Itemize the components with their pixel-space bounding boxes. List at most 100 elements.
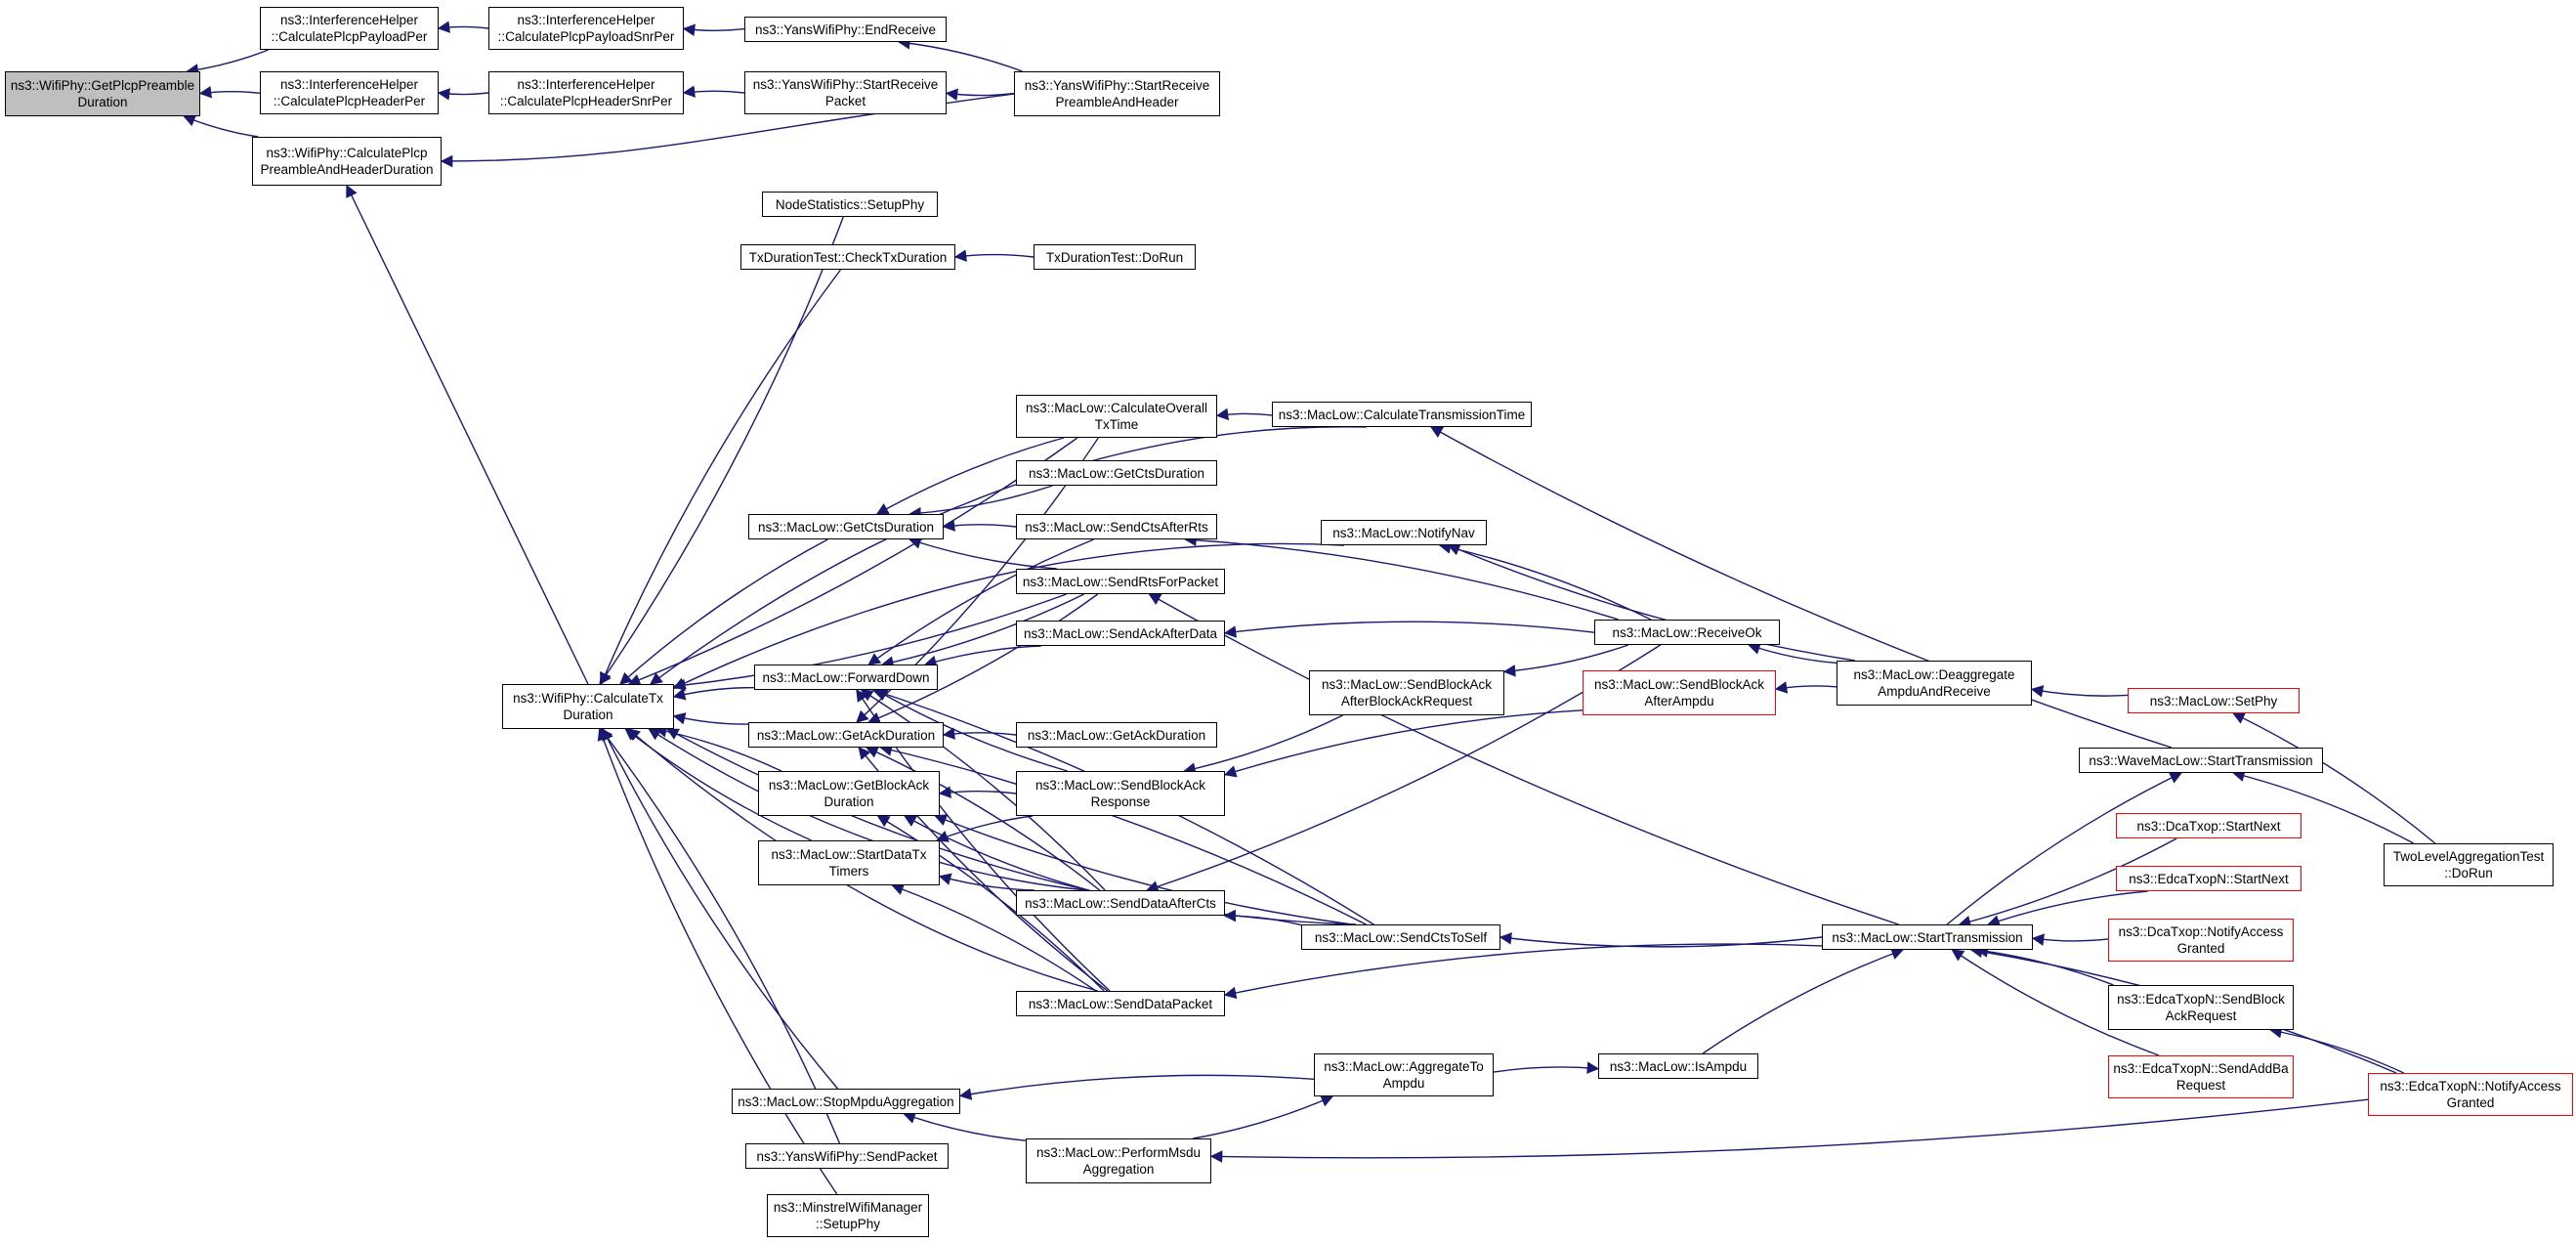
node-yans-end-receive[interactable]: ns3::YansWifiPhy::EndReceive bbox=[744, 17, 947, 42]
node-calc-overall[interactable]: ns3::MacLow::CalculateOverall TxTime bbox=[1016, 395, 1217, 438]
edge-calcTxDuration-to-calcPreambleHeader bbox=[346, 184, 589, 685]
edge-sendBlockAckAfterAmpdu-to-sendBlockAckResp bbox=[1223, 709, 1584, 778]
edge-getCtsDur2-to-getCtsDur bbox=[908, 485, 1053, 520]
edge-sendBlockAckAfterBAR-to-sendBlockAckResp bbox=[1183, 714, 1343, 775]
edge-stopMpduAgg-to-calcTxDuration bbox=[602, 727, 839, 1090]
edge-twoLevelDoRun-to-setPhy bbox=[2232, 712, 2436, 844]
node-dca-start-next[interactable]: ns3::DcaTxop::StartNext bbox=[2116, 813, 2302, 838]
node-get-ack-dur2[interactable]: ns3::MacLow::GetAckDuration bbox=[1016, 722, 1217, 748]
node-calc-preamble-header[interactable]: ns3::WifiPhy::CalculatePlcp PreambleAndH… bbox=[252, 137, 442, 186]
edge-startTransmission-to-sendRtsForPacket bbox=[1148, 593, 1899, 925]
node-send-block-ack-resp[interactable]: ns3::MacLow::SendBlockAck Response bbox=[1016, 771, 1225, 816]
node-wave-start-tx[interactable]: ns3::WaveMacLow::StartTransmission bbox=[2079, 748, 2323, 773]
node-send-block-ack-after-ampdu[interactable]: ns3::MacLow::SendBlockAck AfterAmpdu bbox=[1583, 670, 1776, 715]
edge-sendRtsForPacket-to-getAckDur bbox=[867, 593, 1099, 724]
node-is-ampdu[interactable]: ns3::MacLow::IsAmpdu bbox=[1598, 1053, 1758, 1079]
edge-txDurDoRun-to-txDurCheck bbox=[953, 249, 1035, 262]
node-get-cts-dur2[interactable]: ns3::MacLow::GetCtsDuration bbox=[1016, 460, 1217, 486]
edge-getCtsDur-to-calcTxDuration bbox=[619, 538, 828, 685]
edge-startTransmission-to-sendCtsToSelf bbox=[1499, 932, 1823, 948]
edge-startTransmission-to-waveStartTx bbox=[1946, 772, 2183, 925]
node-send-ack-after-data[interactable]: ns3::MacLow::SendAckAfterData bbox=[1016, 621, 1225, 646]
node-get-cts-dur[interactable]: ns3::MacLow::GetCtsDuration bbox=[748, 514, 944, 539]
node-minstrel-setup-phy[interactable]: ns3::MinstrelWifiManager ::SetupPhy bbox=[767, 1194, 929, 1237]
edge-calcPreambleHeader-to-root bbox=[183, 114, 259, 138]
edge-dcaNotifyAccess-to-startTransmission bbox=[2031, 933, 2109, 946]
node-send-data-after-cts[interactable]: ns3::MacLow::SendDataAfterCts bbox=[1016, 890, 1225, 916]
edge-calcTransTime-to-calcTxDuration bbox=[650, 426, 1367, 685]
edge-sendAckAfterData-to-forwardDown bbox=[923, 645, 1041, 667]
node-two-level-do-run[interactable]: TwoLevelAggregationTest ::DoRun bbox=[2384, 843, 2554, 886]
node-yans-start-recv-packet[interactable]: ns3::YansWifiPhy::StartReceive Packet bbox=[744, 71, 947, 114]
edge-performMsdu-to-stopMpduAgg bbox=[903, 1111, 1027, 1141]
node-ih-payload-snr-per[interactable]: ns3::InterferenceHelper ::CalculatePlcpP… bbox=[488, 7, 684, 50]
edge-sendCtsToSelf-to-getAckDur bbox=[879, 744, 1367, 925]
node-calc-tx-duration[interactable]: ns3::WifiPhy::CalculateTx Duration bbox=[502, 684, 674, 729]
node-edca-notify-access[interactable]: ns3::EdcaTxopN::NotifyAccess Granted bbox=[2368, 1073, 2573, 1116]
node-edca-send-add-ba[interactable]: ns3::EdcaTxopN::SendAddBa Request bbox=[2108, 1055, 2294, 1098]
edge-ihPayloadSnrPer-to-ihPayloadPer bbox=[437, 21, 489, 33]
edge-receiveOk-to-notifyNav bbox=[1438, 541, 1652, 621]
node-tx-dur-check[interactable]: TxDurationTest::CheckTxDuration bbox=[740, 244, 955, 270]
node-start-data-tx-timers[interactable]: ns3::MacLow::StartDataTx Timers bbox=[758, 840, 940, 885]
node-edca-send-b-a-r[interactable]: ns3::EdcaTxopN::SendBlock AckRequest bbox=[2108, 985, 2294, 1030]
node-ih-header-per[interactable]: ns3::InterferenceHelper ::CalculatePlcpH… bbox=[260, 71, 439, 114]
node-send-cts-after-rts[interactable]: ns3::MacLow::SendCtsAfterRts bbox=[1016, 514, 1217, 539]
edge-calcOverall-to-getCtsDur bbox=[875, 437, 1065, 515]
edge-forwardDown-to-calcTxDuration bbox=[672, 686, 755, 701]
node-edca-start-next[interactable]: ns3::EdcaTxopN::StartNext bbox=[2116, 866, 2302, 891]
node-perform-msdu[interactable]: ns3::MacLow::PerformMsdu Aggregation bbox=[1026, 1138, 1211, 1183]
edge-sendCtsAfterRts-to-getCtsDur bbox=[942, 519, 1017, 532]
node-start-transmission[interactable]: ns3::MacLow::StartTransmission bbox=[1822, 924, 2033, 950]
edge-sendDataAfterCts-to-getAckDur bbox=[866, 747, 1101, 891]
node-get-block-ack-dur[interactable]: ns3::MacLow::GetBlockAck Duration bbox=[758, 771, 940, 816]
edge-sendBlockAckResp-to-forwardDown bbox=[874, 689, 1068, 772]
node-yans-send-packet[interactable]: ns3::YansWifiPhy::SendPacket bbox=[745, 1143, 949, 1169]
edge-sendCtsToSelf-to-getBlockAckDur bbox=[934, 814, 1353, 925]
node-aggregate-to-ampdu[interactable]: ns3::MacLow::AggregateTo Ampdu bbox=[1314, 1053, 1494, 1096]
edge-setPhy-to-deaggregate bbox=[2030, 685, 2129, 698]
edge-isAmpdu-to-startTransmission bbox=[1702, 948, 1905, 1054]
edge-sendCtsAfterRts-to-forwardDown bbox=[867, 538, 1094, 665]
edge-receiveOk-to-sendCtsAfterRts bbox=[1184, 534, 1619, 621]
node-receive-ok[interactable]: ns3::MacLow::ReceiveOk bbox=[1594, 620, 1780, 645]
node-calc-trans-time[interactable]: ns3::MacLow::CalculateTransmissionTime bbox=[1272, 402, 1532, 427]
node-send-cts-to-self[interactable]: ns3::MacLow::SendCtsToSelf bbox=[1301, 924, 1500, 950]
edge-sendCtsToSelf-to-sendDataAfterCts bbox=[1223, 909, 1302, 926]
edge-deaggregate-to-notifyNav bbox=[1447, 543, 1856, 662]
edge-sendDataAfterCts-to-calcTxDuration bbox=[648, 728, 1086, 891]
edge-calcOverall-to-calcTxDuration bbox=[627, 437, 1078, 686]
edge-sendDataPacket-to-getBlockAckDur bbox=[876, 815, 1105, 992]
node-ih-payload-per[interactable]: ns3::InterferenceHelper ::CalculatePlcpP… bbox=[260, 7, 439, 50]
edge-nodeStatsSetupPhy-to-calcTxDuration bbox=[599, 216, 844, 686]
edge-calcTransTime-to-calcOverall bbox=[1215, 408, 1273, 421]
edge-edcaNotifyAccess-to-performMsdu bbox=[1209, 1098, 2369, 1163]
node-root[interactable]: ns3::WifiPhy::GetPlcpPreamble Duration bbox=[5, 71, 200, 116]
node-get-ack-dur[interactable]: ns3::MacLow::GetAckDuration bbox=[748, 722, 944, 748]
edge-ihHeaderPer-to-root bbox=[198, 85, 261, 99]
edge-receiveOk-to-sendAckAfterData bbox=[1223, 621, 1595, 638]
node-node-stats-setup-phy[interactable]: NodeStatistics::SetupPhy bbox=[762, 192, 938, 217]
node-dca-notify-access[interactable]: ns3::DcaTxop::NotifyAccess Granted bbox=[2108, 919, 2294, 962]
edge-getAckDur2-to-getAckDur bbox=[942, 727, 1017, 740]
node-yans-start-recv-preamble[interactable]: ns3::YansWifiPhy::StartReceive PreambleA… bbox=[1014, 71, 1220, 116]
node-send-block-ack-after-b-a-r[interactable]: ns3::MacLow::SendBlockAck AfterBlockAckR… bbox=[1309, 670, 1504, 715]
edge-aggregateToAmpdu-to-stopMpduAgg bbox=[958, 1074, 1315, 1100]
node-send-rts-for-packet[interactable]: ns3::MacLow::SendRtsForPacket bbox=[1016, 569, 1225, 594]
node-ih-header-snr-per[interactable]: ns3::InterferenceHelper ::CalculatePlcpH… bbox=[488, 71, 684, 114]
node-send-data-packet[interactable]: ns3::MacLow::SendDataPacket bbox=[1016, 991, 1225, 1016]
edge-yansEndReceive-to-ihPayloadSnrPer bbox=[682, 23, 745, 37]
edge-sendRtsForPacket-to-forwardDown bbox=[881, 593, 1085, 668]
edge-ihPayloadPer-to-root bbox=[186, 49, 269, 76]
node-stop-mpdu-agg[interactable]: ns3::MacLow::StopMpduAggregation bbox=[732, 1089, 960, 1114]
edge-sendBlockAckResp-to-startDataTxTimers bbox=[935, 815, 1034, 842]
node-set-phy[interactable]: ns3::MacLow::SetPhy bbox=[2128, 688, 2300, 713]
node-notify-nav[interactable]: ns3::MacLow::NotifyNav bbox=[1321, 520, 1487, 545]
node-tx-dur-do-run[interactable]: TxDurationTest::DoRun bbox=[1034, 244, 1196, 270]
node-forward-down[interactable]: ns3::MacLow::ForwardDown bbox=[754, 665, 938, 690]
edge-sendDataPacket-to-startDataTxTimers bbox=[891, 883, 1097, 992]
edge-sendDataAfterCts-to-getBlockAckDur bbox=[903, 815, 1089, 891]
node-deaggregate[interactable]: ns3::MacLow::Deaggregate AmpduAndReceive bbox=[1837, 661, 2032, 706]
edge-sendBlockAckResp-to-getBlockAckDur bbox=[938, 786, 1017, 798]
